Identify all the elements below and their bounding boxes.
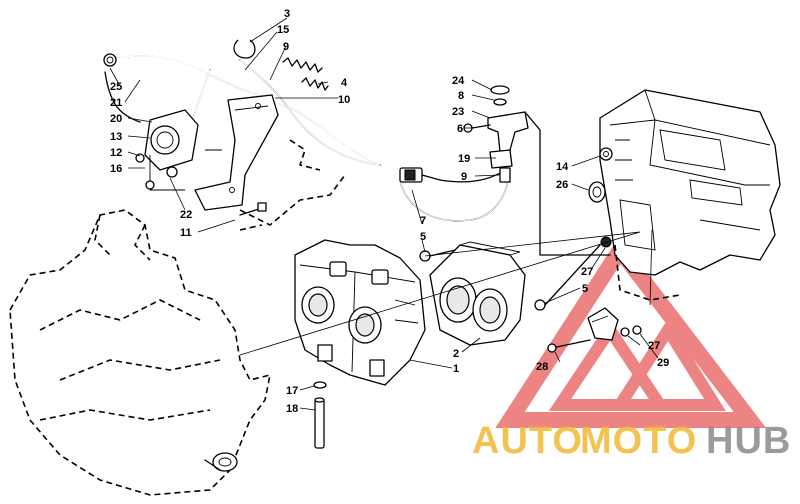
callout-15: 15 [277, 24, 289, 36]
callout-7: 7 [420, 215, 426, 227]
watermark-auto: AUTO [472, 420, 583, 462]
carburetor-assembly-1 [294, 239, 426, 386]
callout-11: 11 [180, 227, 192, 239]
intake-boot-2 [429, 241, 526, 346]
engine-shaft-end [212, 452, 238, 472]
callout-27-upper: 27 [581, 266, 593, 278]
bolt-28 [547, 339, 591, 353]
spring-4 [301, 77, 329, 91]
callout-23: 23 [452, 106, 464, 118]
bracket-29 [587, 307, 619, 341]
grommet-14 [599, 147, 613, 161]
leader-lines [109, 17, 659, 411]
hose-clip-25 [103, 53, 117, 67]
callout-29: 29 [657, 357, 669, 369]
callout-22: 22 [180, 209, 192, 221]
engine-outline [9, 209, 271, 496]
callout-28: 28 [536, 361, 548, 373]
throttle-housing-20 [135, 109, 199, 191]
clamp-3 [233, 39, 256, 59]
callout-17: 17 [286, 385, 298, 397]
nut-27-upper [600, 236, 612, 248]
callout-12: 12 [110, 147, 122, 159]
airbox-assembly [599, 89, 781, 301]
callout-13: 13 [110, 131, 122, 143]
watermark-logo-graphic [495, 236, 767, 428]
callout-10: 10 [338, 94, 350, 106]
callout-5-right: 5 [582, 283, 588, 295]
callout-24: 24 [452, 75, 465, 87]
screw-5-right [534, 244, 601, 311]
callout-26: 26 [556, 179, 568, 191]
watermark-text: AUTO MOTO HUB [472, 420, 791, 462]
callout-labels: 3 15 9 4 10 25 21 20 13 12 16 22 11 24 8… [110, 8, 669, 415]
nut-27-lower [620, 325, 642, 337]
callout-18: 18 [286, 403, 298, 415]
spring-9 [282, 57, 323, 73]
callout-20: 20 [110, 113, 122, 125]
callout-6: 6 [457, 123, 463, 135]
bracket-10 [194, 94, 279, 211]
grommet-26 [588, 181, 606, 203]
callout-16: 16 [110, 163, 122, 175]
callout-8: 8 [458, 90, 464, 102]
callout-3: 3 [284, 8, 290, 20]
callout-2: 2 [453, 348, 459, 360]
fitting-7 [399, 167, 441, 183]
callout-1: 1 [453, 363, 459, 375]
callout-25: 25 [110, 81, 122, 93]
watermark-hub: HUB [706, 420, 791, 462]
watermark-moto: MOTO [580, 420, 697, 462]
bolt-11 [239, 202, 267, 216]
callout-9-top: 9 [283, 41, 289, 53]
drain-tube-18 [313, 381, 327, 449]
callout-27-lower: 27 [648, 340, 660, 352]
callout-9-right: 9 [461, 171, 467, 183]
hoses [104, 55, 509, 222]
callout-4: 4 [341, 77, 348, 89]
callout-19: 19 [458, 153, 470, 165]
callout-14: 14 [556, 161, 569, 173]
callout-5-left: 5 [420, 231, 426, 243]
callout-21: 21 [110, 97, 122, 109]
valve-assembly [463, 85, 611, 256]
